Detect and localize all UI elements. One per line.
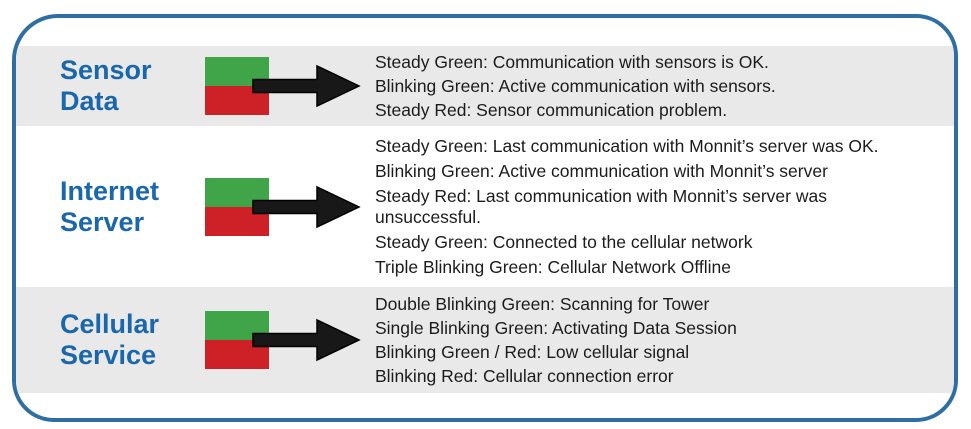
row-label-sensor-data: Sensor Data (60, 55, 152, 116)
status-line: Steady Red: Sensor communication problem… (375, 100, 728, 120)
row-cellular-service: Cellular Service Double Blinking Green: … (16, 287, 954, 393)
status-list: Double Blinking Green: Scanning for Towe… (375, 292, 920, 388)
arrow-right-icon (252, 185, 361, 228)
status-list: Steady Green: Communication with sensors… (375, 50, 920, 122)
led-legend-panel: Sensor Data Steady Green: Communication … (12, 14, 958, 422)
status-line: Single Blinking Green: Activating Data S… (375, 318, 737, 338)
row-label-cellular-service: Cellular Service (60, 309, 160, 370)
status-line: Double Blinking Green: Scanning for Towe… (375, 294, 710, 314)
led-arrow-icon (205, 57, 361, 115)
row-sensor-data: Sensor Data Steady Green: Communication … (16, 46, 954, 126)
status-line: Blinking Red: Cellular connection error (375, 366, 674, 386)
status-line: Steady Red: Last communication with Monn… (375, 185, 827, 227)
row-label-internet-server: Internet Server (60, 175, 160, 237)
arrow-right-icon (252, 318, 361, 362)
arrow-right-icon (252, 64, 361, 108)
status-list: Steady Green: Last communication with Mo… (375, 136, 920, 278)
led-arrow-icon (205, 177, 361, 236)
status-line: Blinking Green: Active communication wit… (375, 76, 776, 96)
led-arrow-icon (205, 311, 361, 369)
status-line: Steady Green: Communication with sensors… (375, 52, 769, 72)
status-line: Steady Green: Last communication with Mo… (375, 135, 879, 156)
status-line: Steady Green: Connected to the cellular … (375, 231, 753, 252)
status-line: Blinking Green / Red: Low cellular signa… (375, 342, 690, 362)
status-line: Triple Blinking Green: Cellular Network … (375, 256, 731, 277)
row-internet-server: Internet Server Steady Green: Last commu… (16, 126, 954, 287)
status-line: Blinking Green: Active communication wit… (375, 160, 828, 181)
